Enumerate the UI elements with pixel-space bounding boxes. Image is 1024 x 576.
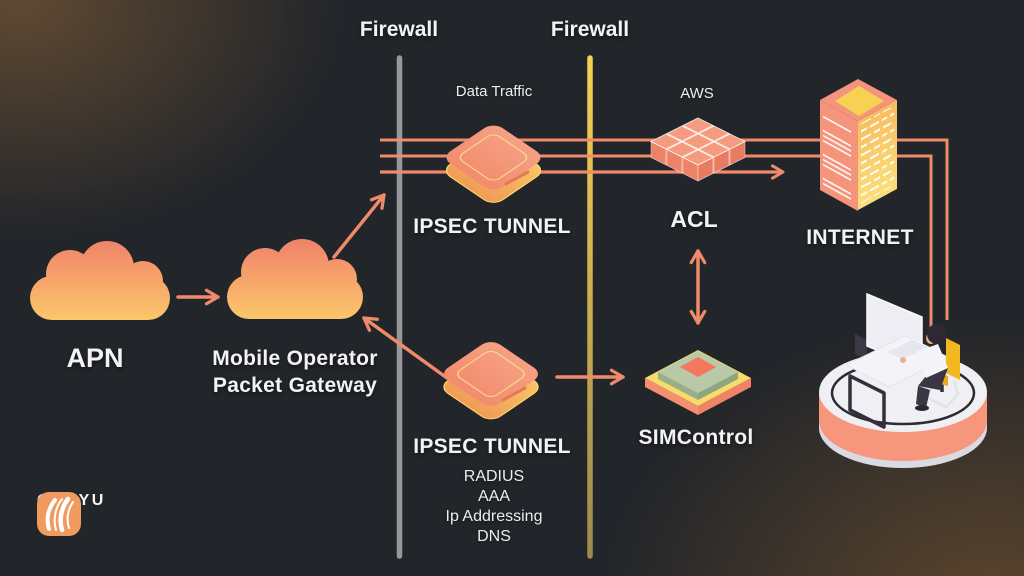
apn-cloud-icon <box>30 241 170 320</box>
simcontrol-icon <box>645 350 751 415</box>
tunnel-services-list: RADIUS AAA Ip Addressing DNS <box>394 467 594 547</box>
data-traffic-caption: Data Traffic <box>455 83 533 100</box>
user-at-desk-illustration <box>819 292 987 468</box>
apn-label: APN <box>66 343 124 373</box>
firewall-label-1: Firewall <box>359 18 439 41</box>
service-dns: DNS <box>477 528 511 545</box>
arrow-gateway-to-tunnel1 <box>332 193 386 259</box>
gateway-label-line1: Mobile Operator <box>212 347 378 370</box>
internet-server-icon <box>820 79 897 211</box>
arrow-tunnel2-to-gateway <box>362 316 449 380</box>
gateway-label: Mobile Operator Packet Gateway <box>175 345 415 399</box>
firewall-label-2: Firewall <box>550 18 630 41</box>
ohayu-logo-icon <box>37 492 81 536</box>
simcontrol-label: SIMControl <box>638 426 754 449</box>
service-radius: RADIUS <box>463 468 525 485</box>
ipsec-tunnel-bottom-label: IPSEC TUNNEL <box>413 435 571 458</box>
internet-label: INTERNET <box>806 226 914 249</box>
ipsec-tunnel-bottom-icon <box>443 342 539 420</box>
service-aaa: AAA <box>477 488 510 505</box>
ipsec-tunnel-top-label: IPSEC TUNNEL <box>413 215 571 238</box>
acl-label: ACL <box>670 206 718 232</box>
gateway-cloud-icon <box>227 239 363 319</box>
ipsec-tunnel-top-icon <box>445 125 542 203</box>
aws-caption: AWS <box>680 85 714 102</box>
gateway-label-line2: Packet Gateway <box>212 374 378 397</box>
flow-arrows <box>176 193 707 386</box>
ohayu-logo: OHAYU <box>37 492 106 536</box>
service-ip-addressing: Ip Addressing <box>445 508 543 525</box>
